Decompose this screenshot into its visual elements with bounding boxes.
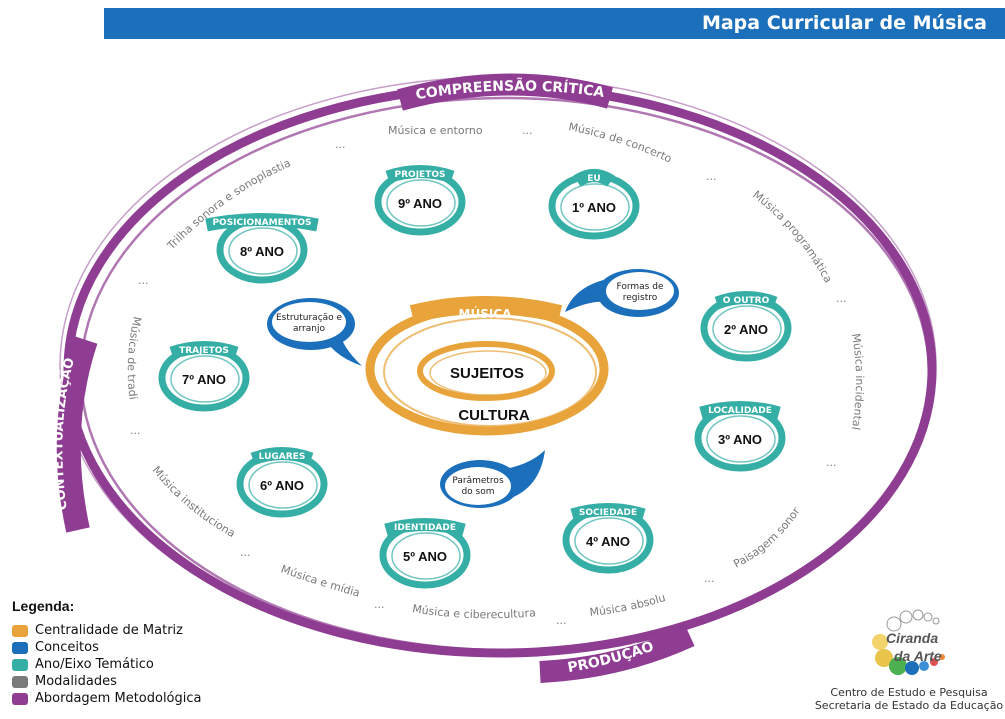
- ano-tema-label: LOCALIDADE: [708, 406, 772, 416]
- ano-tema-label: IDENTIDADE: [394, 523, 456, 533]
- legend-item-matriz: Centralidade de Matriz: [12, 622, 272, 639]
- musica-label: MÚSICA: [459, 306, 513, 321]
- ellipsis: ...: [706, 170, 717, 183]
- ellipsis: ...: [522, 124, 533, 137]
- ellipsis: ...: [335, 138, 346, 151]
- page-title: Mapa Curricular de Música: [701, 12, 987, 34]
- conceito-formas-registro: Formas de registro: [565, 269, 679, 317]
- legend-item-modalidades: Modalidades: [12, 673, 272, 690]
- ano-tema-label: POSICIONAMENTOS: [212, 218, 311, 228]
- cultura-label: CULTURA: [458, 407, 530, 424]
- svg-text:Estruturação e: Estruturação e: [276, 313, 343, 323]
- legend-title: Legenda:: [12, 598, 75, 614]
- ano-tema-label: PROJETOS: [395, 170, 446, 180]
- legend-swatch: [12, 675, 28, 688]
- svg-text:Formas de: Formas de: [617, 282, 664, 292]
- ano-label: 1º ANO: [572, 200, 616, 215]
- ano-label: 9º ANO: [398, 196, 442, 211]
- sujeitos-label: SUJEITOS: [450, 365, 524, 382]
- svg-text:registro: registro: [623, 293, 658, 303]
- legend-item-abordagem: Abordagem Metodológica: [12, 690, 272, 707]
- ano-ring-7: TRAJETOS 7º ANO: [158, 341, 250, 412]
- ano-label: 6º ANO: [260, 478, 304, 493]
- legend-label: Ano/Eixo Temático: [35, 657, 154, 672]
- logo-line-2: Secretaria de Estado da Educação: [814, 699, 1004, 712]
- ellipsis: ...: [704, 572, 715, 585]
- ano-tema-label: SOCIEDADE: [579, 508, 637, 518]
- conceito-parametros-som: Parâmetros do som: [440, 450, 545, 508]
- ano-tema-label: LUGARES: [259, 452, 306, 462]
- legend-label: Conceitos: [35, 640, 99, 655]
- legend-item-ano: Ano/Eixo Temático: [12, 656, 272, 673]
- ano-label: 7º ANO: [182, 372, 226, 387]
- ano-ring-8: POSICIONAMENTOS 8º ANO: [205, 213, 319, 284]
- modalidade-programatica: Música programática: [750, 188, 834, 285]
- ano-label: 8º ANO: [240, 244, 284, 259]
- ano-tema-label: TRAJETOS: [179, 346, 229, 356]
- modalidade-incidental: Música incidental: [849, 332, 866, 430]
- modalidade-midia: Música e mídia: [279, 563, 361, 600]
- legend-label: Modalidades: [35, 674, 117, 689]
- ellipsis: ...: [138, 274, 149, 287]
- ano-ring-2: O OUTRO 2º ANO: [700, 291, 792, 362]
- ellipsis: ...: [556, 614, 567, 627]
- svg-text:do som: do som: [461, 487, 494, 497]
- centralidade-matriz: MÚSICA SUJEITOS CULTURA: [365, 296, 609, 436]
- modalidade-ciberecultura: Música e ciberecultura: [411, 602, 536, 621]
- header-bar: Mapa Curricular de Música: [104, 8, 1005, 39]
- ring-label-left: CONTEXTUALIZAÇÃO: [51, 336, 98, 533]
- ano-label: 4º ANO: [586, 534, 630, 549]
- ciranda-da-arte-logo: Ciranda da Arte Centro de Estudo e Pesqu…: [814, 608, 1004, 716]
- ano-ring-5: IDENTIDADE 5º ANO: [379, 518, 471, 589]
- legend: Legenda: Centralidade de Matriz Conceito…: [12, 598, 272, 707]
- ellipsis: ...: [826, 456, 837, 469]
- ano-ring-3: LOCALIDADE 3º ANO: [694, 401, 786, 472]
- modalidade-trilha: Trilha sonora e sonoplastia: [164, 156, 292, 252]
- ellipsis: ...: [836, 292, 847, 305]
- ano-ring-4: SOCIEDADE 4º ANO: [562, 503, 654, 574]
- conceito-estruturacao-arranjo: Estruturação e arranjo: [267, 298, 362, 366]
- legend-label: Abordagem Metodológica: [35, 691, 202, 706]
- ellipsis: ...: [240, 546, 251, 559]
- legend-item-conceitos: Conceitos: [12, 639, 272, 656]
- legend-swatch: [12, 658, 28, 671]
- svg-text:arranjo: arranjo: [293, 324, 325, 334]
- ellipses: ... ... ... ... ... ... ... ... ... ... …: [130, 124, 847, 627]
- ano-ring-9: PROJETOS 9º ANO: [374, 165, 466, 236]
- logo-circles-icon: [872, 609, 945, 675]
- ano-tema-label: EU: [587, 174, 600, 184]
- ano-tema-label: O OUTRO: [723, 296, 770, 306]
- ellipsis: ...: [374, 598, 385, 611]
- legend-swatch: [12, 692, 28, 705]
- modalidade-institucional: Música institucional: [0, 0, 237, 540]
- logo-brand-2: da Arte: [894, 648, 942, 664]
- modalidade-paisagem: Paisagem sonora: [0, 0, 803, 571]
- svg-text:Parâmetros: Parâmetros: [452, 476, 504, 486]
- ano-label: 3º ANO: [718, 432, 762, 447]
- ano-label: 2º ANO: [724, 322, 768, 337]
- legend-swatch: [12, 624, 28, 637]
- ano-ring-6: LUGARES 6º ANO: [236, 447, 328, 518]
- logo-line-1: Centro de Estudo e Pesquisa: [830, 686, 988, 699]
- modalidade-concerto: Música de concerto: [567, 120, 674, 165]
- legend-swatch: [12, 641, 28, 654]
- legend-label: Centralidade de Matriz: [35, 623, 183, 638]
- ellipsis: ...: [130, 424, 141, 437]
- ano-ring-1: EU 1º ANO: [548, 169, 640, 240]
- logo-brand-1: Ciranda: [886, 630, 939, 646]
- ano-label: 5º ANO: [403, 549, 447, 564]
- modalidade-entorno: Música e entorno: [388, 124, 483, 137]
- ring-label-top: COMPREENSÃO CRÍTICA: [397, 73, 613, 111]
- anos-group: EU 1º ANO O OUTRO 2º ANO LOCALIDADE 3º ANO SOC…: [158, 165, 792, 589]
